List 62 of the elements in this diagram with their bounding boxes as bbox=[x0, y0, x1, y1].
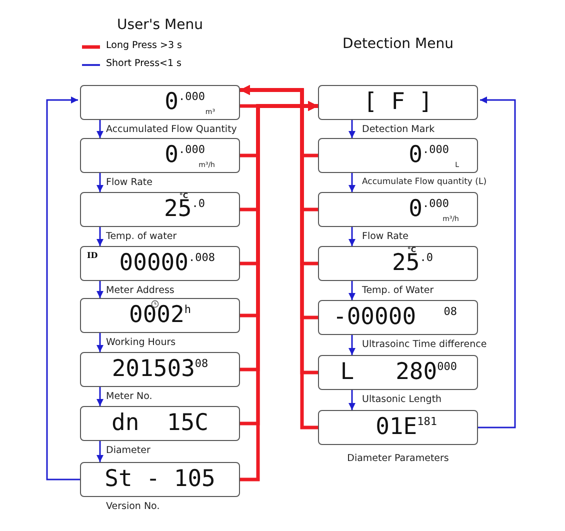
lcd-display-box bbox=[80, 192, 240, 227]
node-label: Meter No. bbox=[106, 392, 152, 402]
lcd-display-box bbox=[80, 85, 240, 120]
node-label: Detection Mark bbox=[362, 125, 435, 134]
arrow bbox=[348, 335, 356, 355]
display-reading: 201503$^{08}$ bbox=[112, 358, 208, 381]
arrow bbox=[96, 227, 104, 246]
lcd-display-box bbox=[318, 138, 478, 173]
legend-text: Short Press<1 s bbox=[106, 58, 182, 69]
node-label: Flow Rate bbox=[362, 232, 408, 242]
arrow bbox=[96, 281, 104, 298]
node-label: Meter Address bbox=[106, 286, 174, 296]
node-label: Temp. of Water bbox=[362, 286, 434, 296]
arrow bbox=[478, 96, 516, 428]
lcd-display-box bbox=[318, 192, 478, 227]
lcd-display-box bbox=[80, 462, 240, 497]
arrow bbox=[348, 390, 356, 410]
node-label: Version No. bbox=[106, 502, 160, 512]
arrow bbox=[348, 120, 356, 138]
node-label: Ultasonic Length bbox=[362, 395, 442, 404]
arrow bbox=[348, 173, 356, 192]
lcd-display-box bbox=[80, 352, 240, 387]
arrow bbox=[96, 120, 104, 138]
display-tag: ID bbox=[87, 251, 98, 259]
display-reading: dn 15C bbox=[112, 412, 208, 435]
arrow bbox=[96, 333, 104, 352]
lcd-display-box bbox=[318, 85, 478, 120]
arrow bbox=[348, 227, 356, 246]
display-reading: 25$^{.0}$ bbox=[164, 198, 205, 221]
lcd-display-box bbox=[80, 406, 240, 441]
display-reading: 0$^{.000}$ bbox=[408, 144, 449, 167]
lcd-display-box bbox=[318, 300, 478, 335]
node-label: Diameter Parameters bbox=[346, 454, 450, 464]
legend-text: Long Press >3 s bbox=[106, 40, 182, 51]
arrow bbox=[96, 441, 104, 462]
node-label: Flow Rate bbox=[106, 178, 152, 188]
lcd-display-box bbox=[318, 410, 478, 445]
lcd-display-box bbox=[318, 246, 478, 281]
display-reading: 0$^{.000}$ bbox=[164, 91, 205, 114]
arrow bbox=[46, 96, 80, 480]
menu-title: Detection Menu bbox=[342, 36, 454, 52]
display-reading: L 280$^{000}$ bbox=[340, 361, 457, 384]
display-reading: [ F ] bbox=[363, 91, 433, 114]
display-reading: 01E$^{181}$ bbox=[376, 416, 437, 439]
node-label: Accumulate Flow quantity (L) bbox=[362, 178, 487, 186]
display-reading: 25$^{.0}$ bbox=[392, 252, 433, 275]
arrow bbox=[96, 387, 104, 406]
node-label: Accumulated Flow Quantity bbox=[106, 125, 237, 134]
arrow bbox=[348, 281, 356, 300]
node-label: Ultrasoinc Time difference bbox=[362, 340, 487, 350]
node-label: Temp. of water bbox=[106, 232, 177, 242]
lcd-display-box bbox=[80, 138, 240, 173]
lcd-display-box bbox=[80, 246, 240, 281]
display-reading: 00000$^{.008}$ bbox=[119, 252, 215, 275]
node-label: Diameter bbox=[106, 446, 150, 456]
node-label: Working Hours bbox=[106, 338, 176, 348]
lcd-display-box bbox=[80, 298, 240, 333]
arrow bbox=[96, 173, 104, 192]
menu-title: User's Menu bbox=[116, 17, 204, 33]
display-reading: 0002$^{h}$ bbox=[128, 304, 191, 327]
lcd-display-box bbox=[318, 355, 478, 390]
display-reading: St - 105 bbox=[104, 468, 216, 491]
